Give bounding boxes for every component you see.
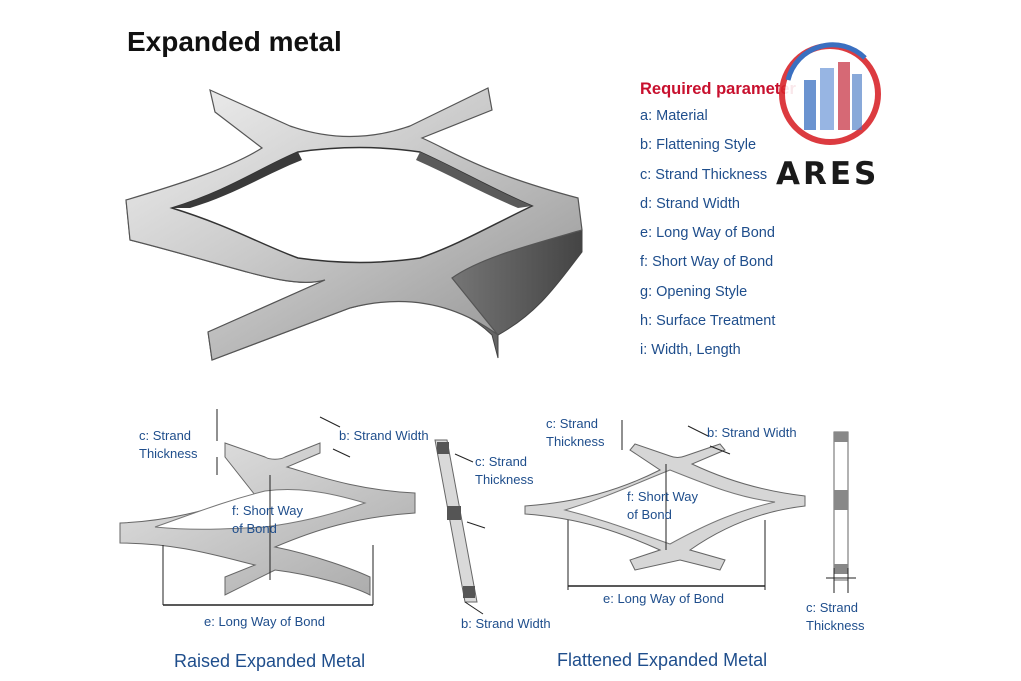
raised-side-strand-width-label: b: Strand Width	[461, 616, 551, 631]
ares-logo: ARES	[770, 40, 890, 192]
raised-metal-diagram	[119, 409, 416, 606]
page-title: Expanded metal	[127, 26, 342, 57]
parameter-item: f: Short Way of Bond	[640, 254, 774, 271]
raised-strand-thickness-label: c: Strand Thickness	[139, 428, 198, 461]
raised-strand-width-label: b: Strand Width	[339, 428, 429, 443]
raised-side-profile	[434, 439, 486, 615]
parameter-item: a: Material	[640, 108, 708, 124]
parameter-item: d: Strand Width	[640, 195, 740, 212]
ares-logo-mark	[779, 42, 881, 145]
raised-side-strand-thickness-label: c: Strand Thickness	[475, 454, 534, 487]
expanded-metal-illustration	[125, 87, 583, 361]
parameter-item: b: Flattening Style	[640, 137, 757, 154]
parameter-item: c: Strand Thickness	[640, 166, 768, 183]
raised-caption: Raised Expanded Metal	[174, 651, 366, 671]
flattened-strand-thickness-label: c: Strand Thickness	[546, 416, 605, 449]
parameter-item: e: Long Way of Bond	[640, 225, 775, 242]
parameter-heading: Required parameter	[640, 80, 796, 98]
parameter-item: g: Opening Style	[640, 283, 748, 300]
parameter-list: Required parameter a: Material b: Flatte…	[640, 76, 880, 366]
raised-long-way-label: e: Long Way of Bond	[204, 614, 325, 629]
flattened-long-way-label: e: Long Way of Bond	[603, 591, 724, 606]
parameter-item: i: Width, Length	[640, 342, 741, 359]
raised-short-way-label: f: Short Way of Bond	[232, 503, 304, 536]
flattened-side-strand-thickness-label: c: Strand Thickness	[806, 600, 865, 633]
flattened-metal-diagram	[524, 420, 806, 590]
parameter-item: h: Surface Treatment	[640, 313, 776, 330]
flattened-caption: Flattened Expanded Metal	[557, 650, 768, 670]
flattened-strand-width-label: b: Strand Width	[707, 425, 797, 440]
ares-logo-text: ARES	[776, 156, 880, 192]
flattened-short-way-label: f: Short Way of Bond	[627, 489, 699, 522]
flattened-side-profile	[826, 431, 856, 593]
